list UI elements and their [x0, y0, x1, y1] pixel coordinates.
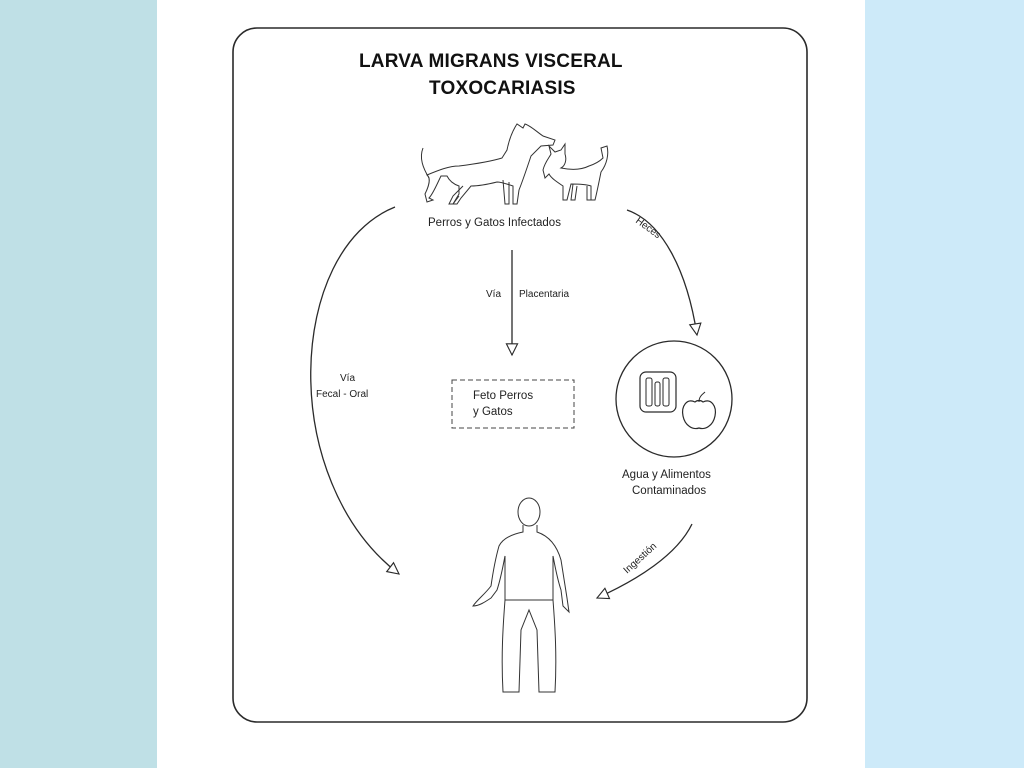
diagram-subtitle: TOXOCARIASIS [429, 78, 576, 99]
human-figure-icon [472, 497, 570, 693]
node-fetus-box [451, 379, 575, 429]
food-water-icon [615, 340, 733, 458]
node-food-water-line1: Agua y Alimentos [622, 469, 711, 481]
edge-label-via-placental-right: Placentaria [519, 289, 569, 300]
edge-label-fecal-oral-line2: Fecal - Oral [316, 389, 368, 400]
node-food-water-line2: Contaminados [632, 485, 706, 497]
edge-label-via-placental-left: Vía [486, 289, 501, 300]
edge-feces-arrow [626, 209, 702, 337]
cat-icon [542, 142, 609, 201]
edge-ingestion-arrow [595, 523, 693, 600]
node-fetus-line2: y Gatos [473, 406, 513, 418]
edge-fecal-oral-arrow [310, 206, 400, 575]
slide: LARVA MIGRANS VISCERAL TOXOCARIASIS Perr… [157, 0, 865, 768]
left-background-band [0, 0, 157, 768]
dog-icon [420, 123, 556, 205]
node-infected-dogs-cats: Perros y Gatos Infectados [428, 217, 561, 229]
life-cycle-diagram: LARVA MIGRANS VISCERAL TOXOCARIASIS Perr… [232, 27, 808, 723]
right-background-band [865, 0, 1024, 768]
edge-label-fecal-oral-line1: Vía [340, 373, 355, 384]
diagram-frame [232, 27, 808, 723]
diagram-title: LARVA MIGRANS VISCERAL [359, 51, 623, 72]
node-fetus-line1: Feto Perros [473, 390, 533, 402]
